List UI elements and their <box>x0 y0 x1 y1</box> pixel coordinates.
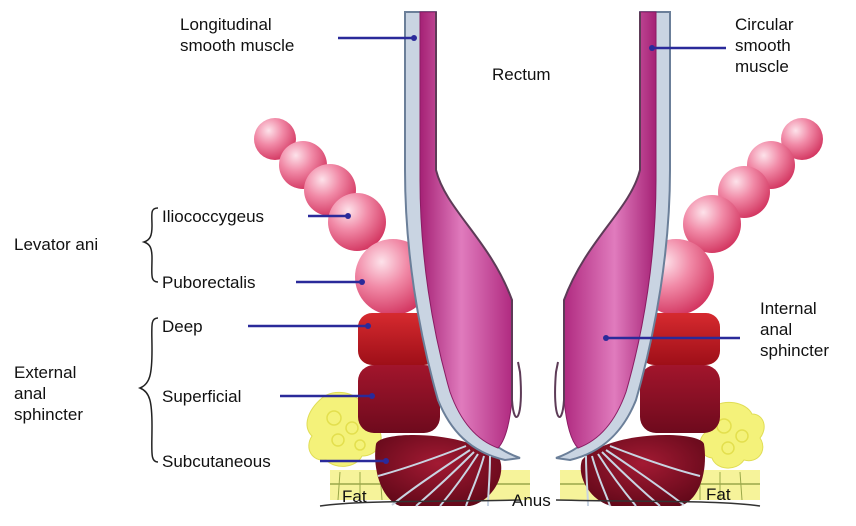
superficial-sphincter-left <box>358 365 440 433</box>
brace-external-sphincter <box>140 318 158 462</box>
label-external-anal-sphincter: External anal sphincter <box>14 362 83 425</box>
label-longitudinal-line1: Longitudinal <box>180 14 294 35</box>
brace-levator-ani <box>144 208 158 282</box>
label-external-line3: sphincter <box>14 404 83 425</box>
label-internal-anal-sphincter: Internal anal sphincter <box>760 298 829 361</box>
label-deep: Deep <box>162 316 203 337</box>
label-rectum: Rectum <box>492 64 551 85</box>
label-internal-line2: anal <box>760 319 829 340</box>
label-iliococcygeus: Iliococcygeus <box>162 206 264 227</box>
label-circular-line2: smooth <box>735 35 794 56</box>
label-internal-line1: Internal <box>760 298 829 319</box>
label-internal-line3: sphincter <box>760 340 829 361</box>
label-circular-line1: Circular <box>735 14 794 35</box>
label-longitudinal-line2: smooth muscle <box>180 35 294 56</box>
label-superficial: Superficial <box>162 386 241 407</box>
label-circular-line3: muscle <box>735 56 794 77</box>
label-fat-right: Fat <box>706 484 731 505</box>
label-subcutaneous: Subcutaneous <box>162 451 271 472</box>
label-puborectalis: Puborectalis <box>162 272 256 293</box>
label-circular-smooth-muscle: Circular smooth muscle <box>735 14 794 77</box>
label-fat-left: Fat <box>342 486 367 507</box>
label-anus: Anus <box>512 490 551 511</box>
label-longitudinal-smooth-muscle: Longitudinal smooth muscle <box>180 14 294 56</box>
label-external-line1: External <box>14 362 83 383</box>
label-levator-ani: Levator ani <box>14 234 98 255</box>
label-external-line2: anal <box>14 383 83 404</box>
superficial-sphincter-right <box>640 365 720 433</box>
